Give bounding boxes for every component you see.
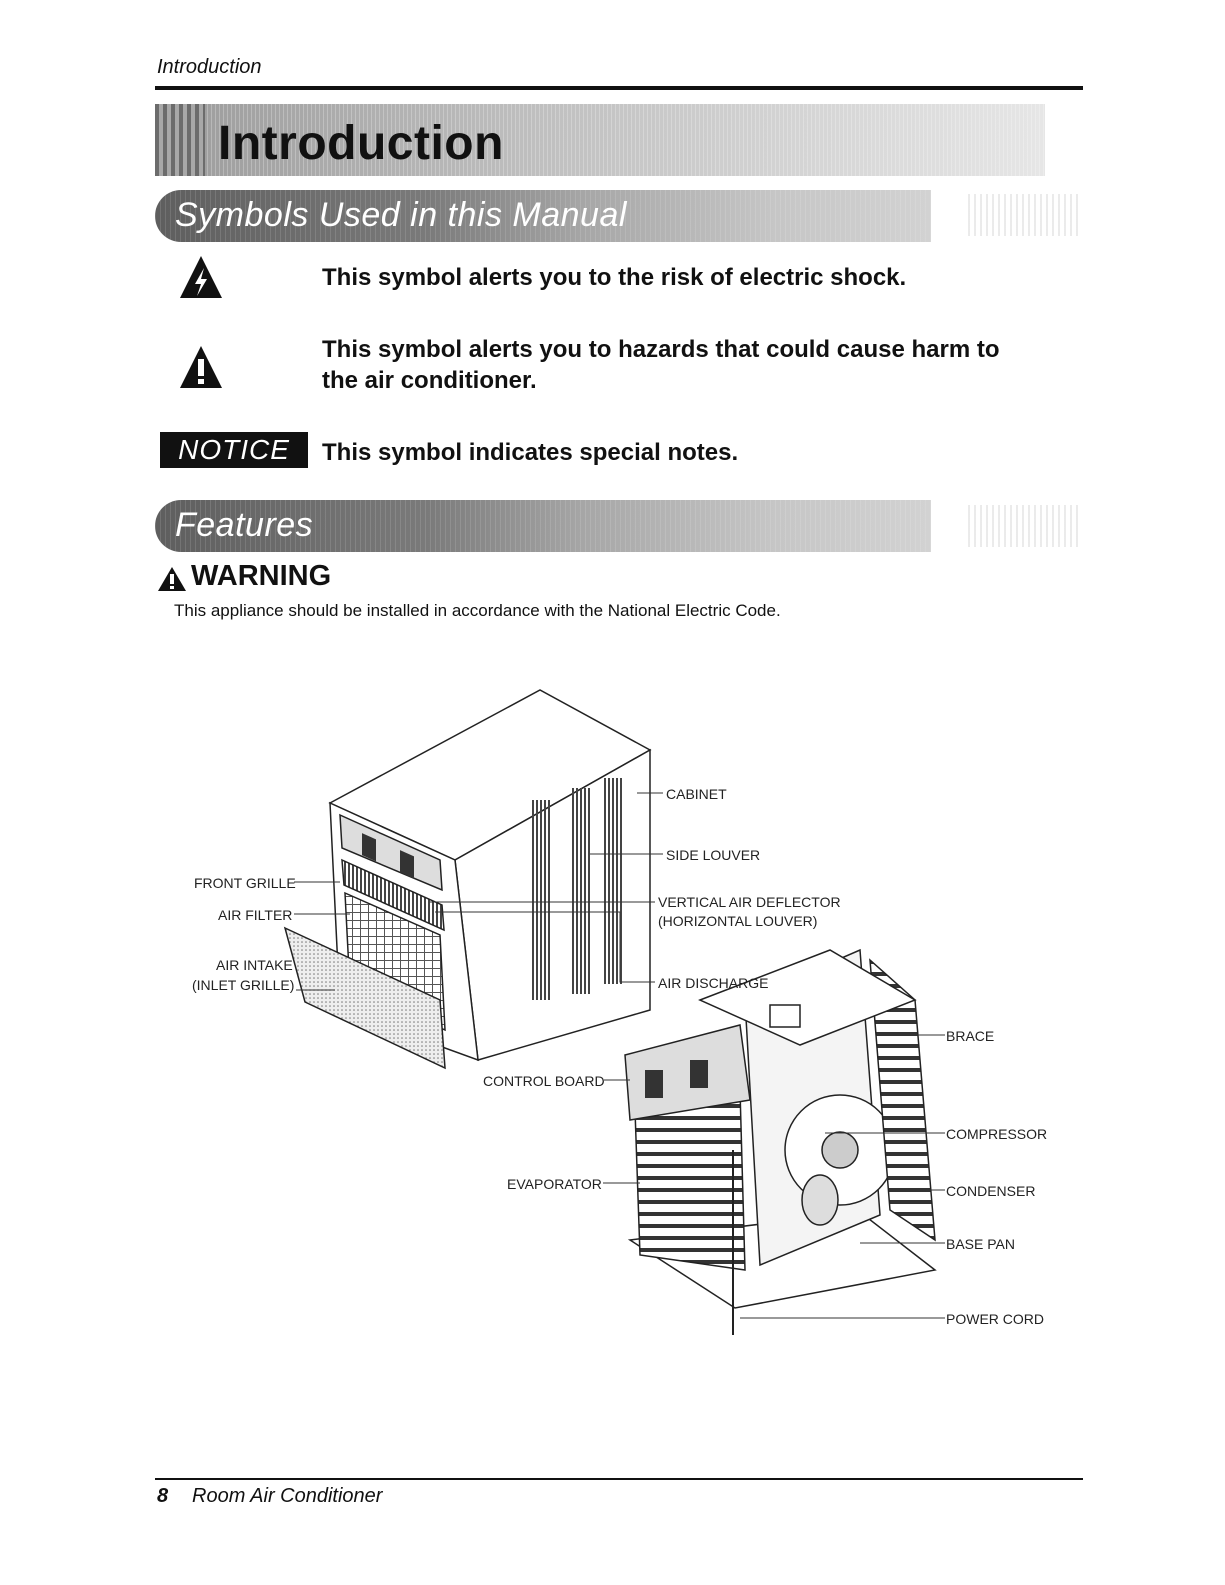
label-horizontal-louver: (HORIZONTAL LOUVER)	[658, 913, 817, 929]
display-block	[400, 850, 414, 879]
features-section-band: Features	[155, 500, 931, 552]
leader-lines	[294, 792, 945, 1319]
label-condenser: CONDENSER	[946, 1183, 1035, 1199]
page-title: Introduction	[218, 117, 504, 170]
label-vertical-air-deflector: VERTICAL AIR DEFLECTOR	[658, 894, 841, 910]
label-front-grille: FRONT GRILLE	[194, 875, 296, 891]
label-compressor: COMPRESSOR	[946, 1126, 1047, 1142]
footer-title: Room Air Conditioner	[192, 1485, 383, 1507]
symbols-section-heading: Symbols Used in this Manual	[175, 196, 627, 234]
features-section-heading: Features	[175, 506, 314, 544]
control-display	[690, 1060, 708, 1088]
assembled-unit-drawing	[283, 689, 652, 1070]
notice-badge: NOTICE	[160, 432, 308, 468]
compressor-body	[801, 1174, 839, 1226]
warning-heading: WARNING	[191, 560, 332, 592]
inlet-grille	[283, 926, 446, 1070]
label-cabinet: CABINET	[666, 786, 727, 802]
symbol-hazard-text: This symbol alerts you to hazards that c…	[322, 334, 999, 396]
symbol-notice-text: This symbol indicates special notes.	[322, 439, 739, 466]
decorative-pattern	[968, 194, 1078, 236]
label-air-filter: AIR FILTER	[218, 907, 292, 923]
horizontal-louver	[341, 858, 445, 932]
warning-text: This appliance should be installed in ac…	[174, 601, 781, 620]
hazard-warning-icon	[180, 346, 222, 388]
electric-shock-warning-icon	[180, 256, 222, 298]
label-base-pan: BASE PAN	[946, 1236, 1015, 1252]
footer-rule	[155, 1478, 1083, 1480]
front-control-panel	[339, 813, 443, 892]
symbol-hazard-text-line1: This symbol alerts you to hazards that c…	[322, 336, 1000, 363]
label-air-discharge: AIR DISCHARGE	[658, 975, 768, 991]
side-louver-vents	[570, 788, 592, 994]
leader-air-discharge	[435, 911, 655, 983]
decorative-pattern	[968, 505, 1078, 547]
label-brace: BRACE	[946, 1028, 994, 1044]
brace-frame	[698, 949, 917, 1046]
chassis-drawing	[624, 948, 937, 1335]
label-power-cord: POWER CORD	[946, 1311, 1044, 1327]
symbol-hazard-text-line2: the air conditioner.	[322, 367, 537, 394]
title-band	[155, 104, 1045, 176]
label-air-intake: AIR INTAKE	[216, 957, 293, 973]
brace-bracket	[769, 1004, 801, 1028]
control-display	[645, 1070, 663, 1098]
running-header: Introduction	[157, 56, 262, 78]
symbol-shock-text: This symbol alerts you to the risk of el…	[322, 264, 907, 291]
label-inlet-grille: (INLET GRILLE)	[192, 977, 294, 993]
label-side-louver: SIDE LOUVER	[666, 847, 760, 863]
warning-triangle-icon	[158, 567, 186, 591]
display-block	[362, 833, 376, 862]
symbols-section-band: Symbols Used in this Manual	[155, 190, 931, 242]
label-evaporator: EVAPORATOR	[507, 1176, 602, 1192]
side-louver-vents	[603, 778, 623, 984]
label-control-board: CONTROL BOARD	[483, 1073, 605, 1089]
condenser-coil	[869, 958, 936, 1242]
side-louver-vents	[530, 800, 552, 1000]
header-rule	[155, 86, 1083, 90]
fan-hub	[821, 1131, 859, 1169]
title-stripes	[155, 104, 205, 176]
page-number: 8	[157, 1485, 169, 1507]
